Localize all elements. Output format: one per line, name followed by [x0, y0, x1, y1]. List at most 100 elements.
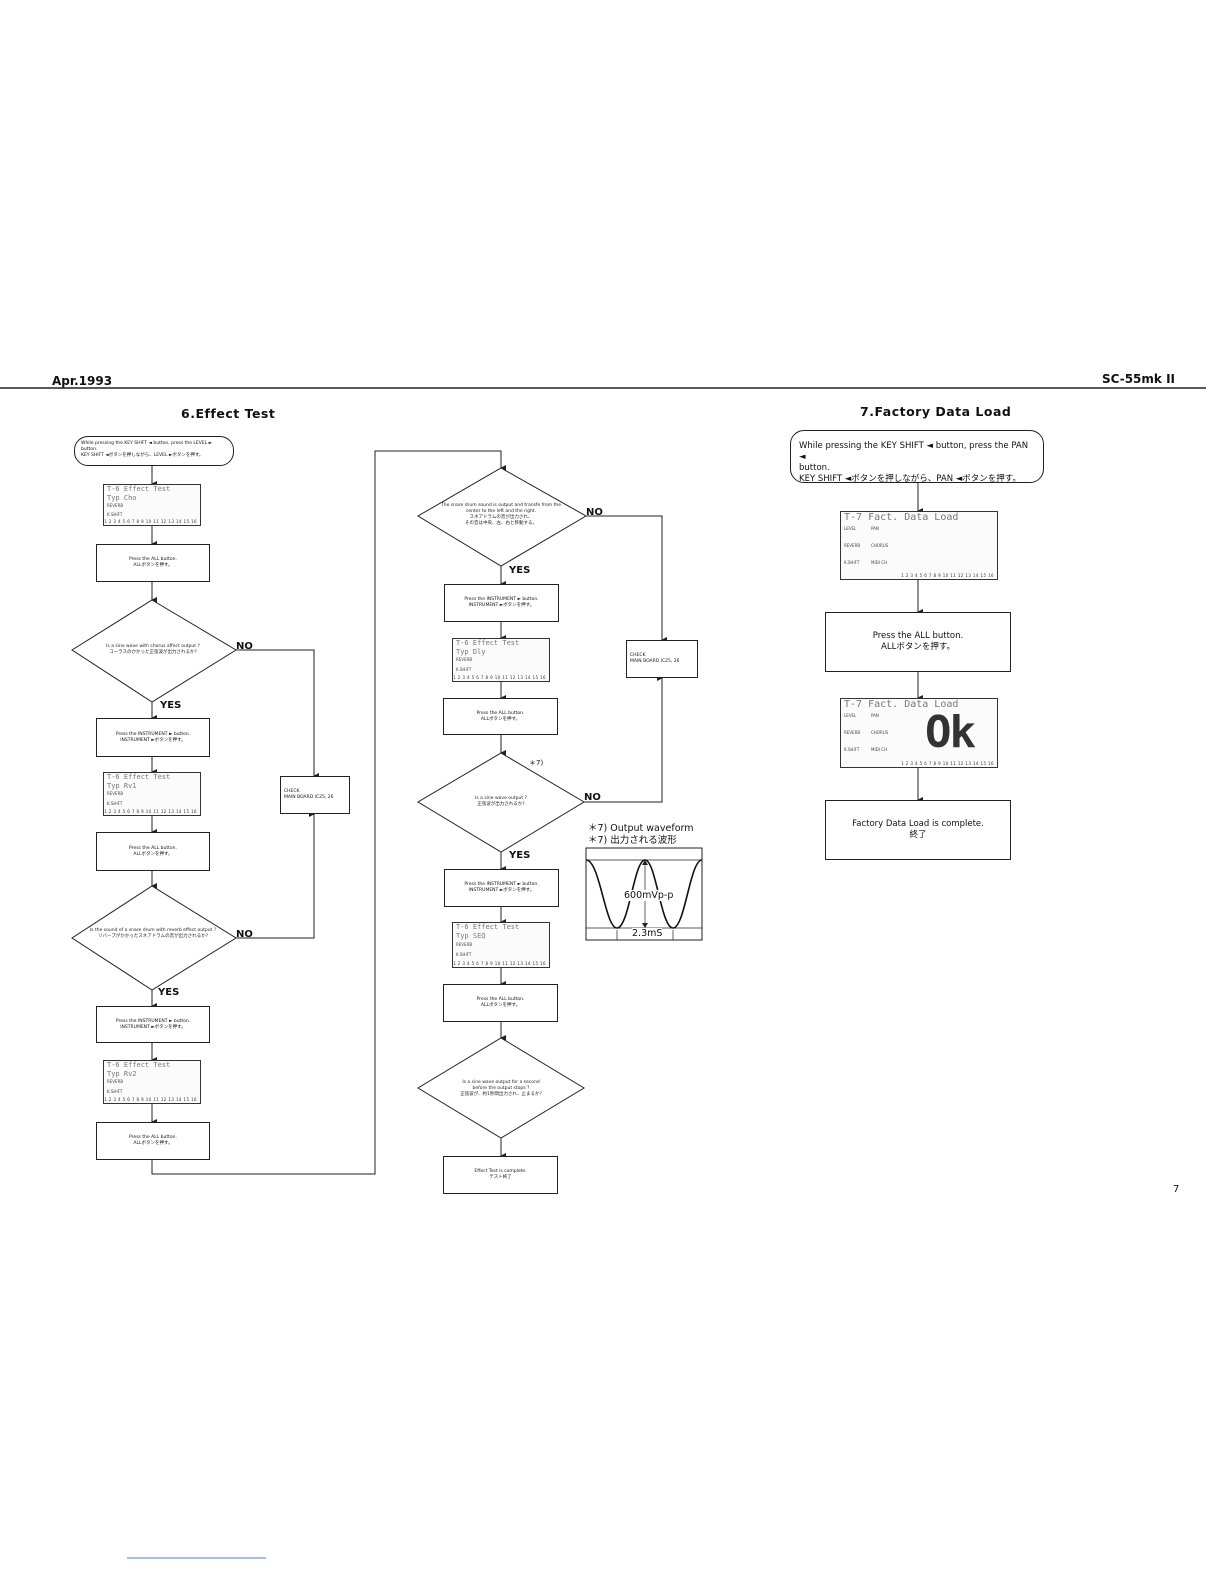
- lcd-title: T-7 Fact. Data Load: [844, 512, 959, 523]
- press-all-en: Press the ALL button.: [872, 631, 964, 641]
- complete-en: Effect Test is complete.: [474, 1169, 527, 1174]
- press-instrument-jp: INSTRUMENT ►ボタンを押す。: [120, 1024, 186, 1030]
- lcd-label: REVERB: [456, 942, 473, 947]
- check-label: CHECK: [284, 789, 300, 794]
- no-label: NO: [236, 641, 253, 652]
- question-en: Is a sine wave with chorus affect output…: [106, 644, 200, 649]
- check-ic: MAIN BOARD IC25, 26: [284, 795, 334, 800]
- lcd-label: MIDI CH: [871, 747, 887, 752]
- lcd-label: CHORUS: [871, 730, 889, 735]
- press-all-box-2: Press the ALL button. ALLボタンを押す。: [96, 832, 210, 871]
- waveform-period: 2.3mS: [632, 928, 663, 939]
- lcd-label: REVERB: [844, 730, 861, 735]
- question-en: Is the sound of a snare drum with reverb…: [89, 928, 217, 933]
- lcd-display-fact-ok: T-7 Fact. Data Load LEVEL PAN REVERB CHO…: [840, 698, 998, 768]
- question-jp: コーラスのかかった正弦波が出力されるか?: [109, 650, 197, 655]
- press-instrument-box-2: Press the INSTRUMENT ► button. INSTRUMEN…: [96, 1006, 210, 1043]
- press-all-jp: ALLボタンを押す。: [133, 851, 173, 857]
- lcd-label: K.SHIFT: [844, 747, 860, 752]
- lcd-ruler: 1 2 3 4 5 6 7 8 9 10 11 12 13 14 15 16: [104, 809, 197, 814]
- lcd-ruler: 1 2 3 4 5 6 7 8 9 10 11 12 13 14 15 16: [453, 675, 546, 680]
- press-instrument-jp: INSTRUMENT ►ボタンを押す。: [468, 888, 535, 893]
- no-label: NO: [236, 929, 253, 940]
- lcd-title: T-6 Effect Test: [107, 773, 171, 781]
- lcd-label: K.SHIFT: [107, 801, 123, 806]
- lcd-label: REVERB: [107, 791, 124, 796]
- question-chorus: Is a sine wave with chorus affect output…: [86, 644, 220, 656]
- lcd-display-cho: T-6 Effect Test Typ Cho REVERB K.SHIFT 1…: [103, 484, 201, 526]
- lcd-label: REVERB: [456, 657, 473, 662]
- lcd-type: Typ SEQ: [456, 932, 486, 940]
- lcd-label: K.SHIFT: [844, 560, 860, 565]
- lcd-ruler: 1 2 3 4 5 6 7 8 9 10 11 12 13 14 15 16: [901, 573, 994, 578]
- question-sine-one-second: Is a sine wave output for a second befor…: [446, 1080, 556, 1098]
- no-label: NO: [584, 792, 601, 803]
- press-instrument-box-4: Press the INSTRUMENT ► button. INSTRUMEN…: [444, 869, 559, 907]
- lcd-type: Typ Dly: [456, 648, 486, 656]
- complete-en: Factory Data Load is complete.: [852, 819, 984, 829]
- question-en: The snare drum sound is output and trans…: [441, 503, 561, 514]
- question-jp: 正弦波が出力されるか?: [477, 802, 525, 807]
- factory-load-complete-box: Factory Data Load is complete. 終了: [825, 800, 1011, 860]
- start-instruction-en: While pressing the KEY SHIFT ◄ button, p…: [799, 441, 1029, 462]
- press-all-box-4: Press the ALL button. ALLボタンを押す。: [443, 698, 558, 735]
- lcd-label: REVERB: [844, 543, 861, 548]
- press-all-box-1: Press the ALL button. ALLボタンを押す。: [96, 544, 210, 582]
- press-all-en: Press the ALL button.: [476, 997, 525, 1002]
- lcd-label: MIDI CH: [871, 560, 887, 565]
- press-all-jp: ALLボタンを押す。: [480, 716, 521, 722]
- question-jp: 正弦波が、約1秒間出力され、止まるか?: [460, 1092, 542, 1097]
- press-all-en: Press the ALL button.: [129, 1135, 177, 1140]
- lcd-label: LEVEL: [844, 713, 857, 718]
- header-model: SC-55mk II: [1102, 372, 1175, 386]
- lcd-label: REVERB: [107, 1079, 124, 1084]
- waveform-amplitude: 600mVp-p: [624, 890, 674, 901]
- press-all-en: Press the ALL button.: [476, 710, 525, 716]
- lcd-title: T-6 Effect Test: [107, 1061, 171, 1069]
- press-all-en: Press the ALL button.: [129, 845, 177, 851]
- effect-test-complete-box: Effect Test is complete. テスト終了: [443, 1156, 558, 1194]
- lcd-ruler: 1 2 3 4 5 6 7 8 9 10 11 12 13 14 15 16: [104, 519, 197, 524]
- waveform-title-en: ＊7) Output waveform: [588, 823, 694, 834]
- yes-label: YES: [509, 850, 531, 861]
- question-jp: スネアドラムの音が出力され、: [469, 515, 533, 520]
- section6-title: 6.Effect Test: [181, 406, 276, 421]
- lcd-title: T-6 Effect Test: [456, 923, 520, 931]
- start-instruction-en: button.: [799, 463, 830, 473]
- start-instruction-jp: KEY SHIFT ◄ボタンを押しながら、LEVEL ►ボタンを押す。: [81, 453, 204, 458]
- press-instrument-en: Press the INSTRUMENT ► button.: [115, 731, 191, 737]
- press-instrument-en: Press the INSTRUMENT ► button.: [464, 597, 539, 602]
- press-all-jp: ALLボタンを押す。: [133, 1141, 173, 1146]
- press-all-jp: ALLボタンを押す。: [881, 642, 955, 652]
- complete-jp: テスト終了: [489, 1175, 512, 1180]
- press-all-en: Press the ALL button.: [129, 557, 177, 562]
- lcd-label: K.SHIFT: [456, 667, 472, 672]
- check-label: CHECK: [630, 653, 646, 658]
- check-main-board-box-1: CHECK MAIN BOARD IC25, 26: [280, 776, 350, 814]
- lcd-display-seq: T-6 Effect Test Typ SEQ REVERB K.SHIFT 1…: [452, 922, 550, 968]
- press-instrument-jp: INSTRUMENT ►ボタンを押す。: [120, 737, 186, 743]
- press-all-box-5: Press the ALL button. ALLボタンを押す。: [443, 984, 558, 1022]
- lcd-label: LEVEL: [844, 526, 857, 531]
- question-en: before the output stops ?: [472, 1086, 530, 1091]
- question-en: Is a sine wave output for a second: [462, 1080, 540, 1085]
- question-sine-output: Is a sine wave output ? 正弦波が出力されるか?: [446, 796, 556, 808]
- section7-title: 7.Factory Data Load: [860, 404, 1012, 419]
- yes-label: YES: [509, 565, 531, 576]
- lcd-label: PAN: [871, 526, 879, 531]
- lcd-ok-text: Ok: [925, 707, 976, 758]
- question-en: Is a sine wave output ?: [475, 796, 527, 801]
- no-label: NO: [586, 507, 603, 518]
- press-instrument-box-3: Press the INSTRUMENT ► button. INSTRUMEN…: [444, 584, 559, 622]
- question-snare-reverb: Is the sound of a snare drum with reverb…: [86, 928, 220, 940]
- press-instrument-en: Press the INSTRUMENT ► button.: [115, 1018, 191, 1024]
- press-instrument-jp: INSTRUMENT ►ボタンを押す。: [468, 603, 535, 608]
- lcd-type: Typ Cho: [107, 494, 137, 502]
- press-all-box-factory: Press the ALL button. ALLボタンを押す。: [825, 612, 1011, 672]
- lcd-title: T-7 Fact. Data Load: [844, 699, 959, 710]
- lcd-label: K.SHIFT: [107, 1089, 123, 1094]
- press-all-jp: ALLボタンを押す。: [133, 563, 173, 568]
- lcd-type: Typ Rv2: [107, 1070, 137, 1078]
- press-instrument-box-1: Press the INSTRUMENT ► button. INSTRUMEN…: [96, 718, 210, 757]
- complete-jp: 終了: [909, 830, 927, 840]
